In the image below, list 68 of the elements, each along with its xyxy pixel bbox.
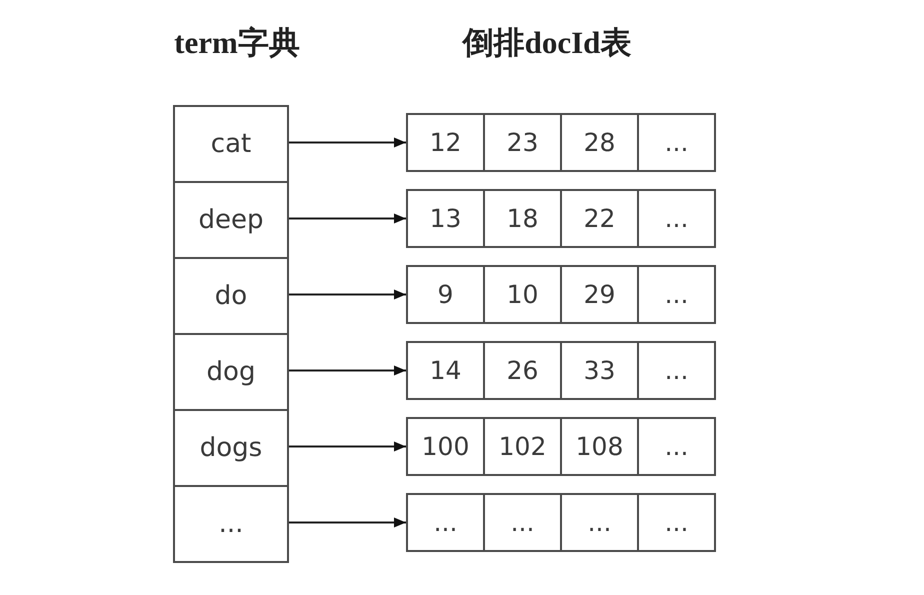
doc-id-cell: [406, 493, 485, 552]
doc-id: 28: [584, 130, 616, 155]
arrow: [289, 442, 406, 452]
doc-id-cell: [560, 113, 639, 172]
doc-id: 14: [430, 358, 462, 383]
doc-id: ...: [664, 130, 688, 155]
doc-id-cell: [483, 493, 562, 552]
doc-id-cell: [637, 265, 716, 324]
doc-id: 108: [576, 434, 624, 459]
term-box: [173, 333, 289, 411]
doc-id: ...: [664, 358, 688, 383]
column-heading: term字典: [174, 24, 300, 62]
term-box: [173, 257, 289, 335]
doc-id-cell: [406, 341, 485, 400]
doc-id: 18: [506, 206, 538, 231]
doc-id-cell: [560, 189, 639, 248]
doc-id: ...: [664, 282, 688, 307]
doc-id: ...: [510, 510, 534, 535]
term-box: [173, 105, 289, 183]
doc-id: 23: [506, 130, 538, 155]
doc-id: 33: [584, 358, 616, 383]
arrow: [289, 214, 406, 224]
doc-id: ...: [434, 510, 458, 535]
term-box: [173, 409, 289, 487]
doc-id: ...: [664, 510, 688, 535]
doc-id-cell: [560, 265, 639, 324]
doc-id-cell: [560, 417, 639, 476]
doc-id-cell: [637, 493, 716, 552]
arrow: [289, 366, 406, 376]
doc-id-cell: [483, 341, 562, 400]
doc-id: 10: [506, 282, 538, 307]
doc-id-cell: [637, 341, 716, 400]
doc-id-cell: [406, 417, 485, 476]
arrow: [289, 138, 406, 148]
doc-id-cell: [560, 341, 639, 400]
term-text: ...: [218, 511, 244, 537]
doc-id-cell: [637, 189, 716, 248]
arrow: [289, 518, 406, 528]
doc-id-cell: [406, 113, 485, 172]
doc-id: 26: [506, 358, 538, 383]
term-text: dogs: [200, 435, 262, 461]
doc-id: 100: [422, 434, 470, 459]
term-box: [173, 485, 289, 563]
arrow: [289, 290, 406, 300]
term-text: dog: [206, 359, 256, 385]
column-heading: 倒排docId表: [462, 24, 632, 62]
doc-id: ...: [588, 510, 612, 535]
doc-id-cell: [637, 417, 716, 476]
doc-id-cell: [637, 113, 716, 172]
doc-id: 9: [438, 282, 454, 307]
doc-id-cell: [483, 113, 562, 172]
doc-id: 102: [498, 434, 546, 459]
doc-id-cell: [406, 189, 485, 248]
doc-id: 13: [430, 206, 462, 231]
doc-id: ...: [664, 434, 688, 459]
doc-id-cell: [406, 265, 485, 324]
doc-id-cell: [560, 493, 639, 552]
term-text: do: [214, 283, 248, 309]
doc-id-cell: [483, 189, 562, 248]
doc-id-cell: [483, 265, 562, 324]
doc-id: 29: [584, 282, 616, 307]
term-box: [173, 181, 289, 259]
term-text: cat: [210, 131, 252, 157]
doc-id: 12: [430, 130, 462, 155]
doc-id-cell: [483, 417, 562, 476]
term-text: deep: [198, 207, 264, 233]
doc-id: ...: [664, 206, 688, 231]
doc-id: 22: [584, 206, 616, 231]
